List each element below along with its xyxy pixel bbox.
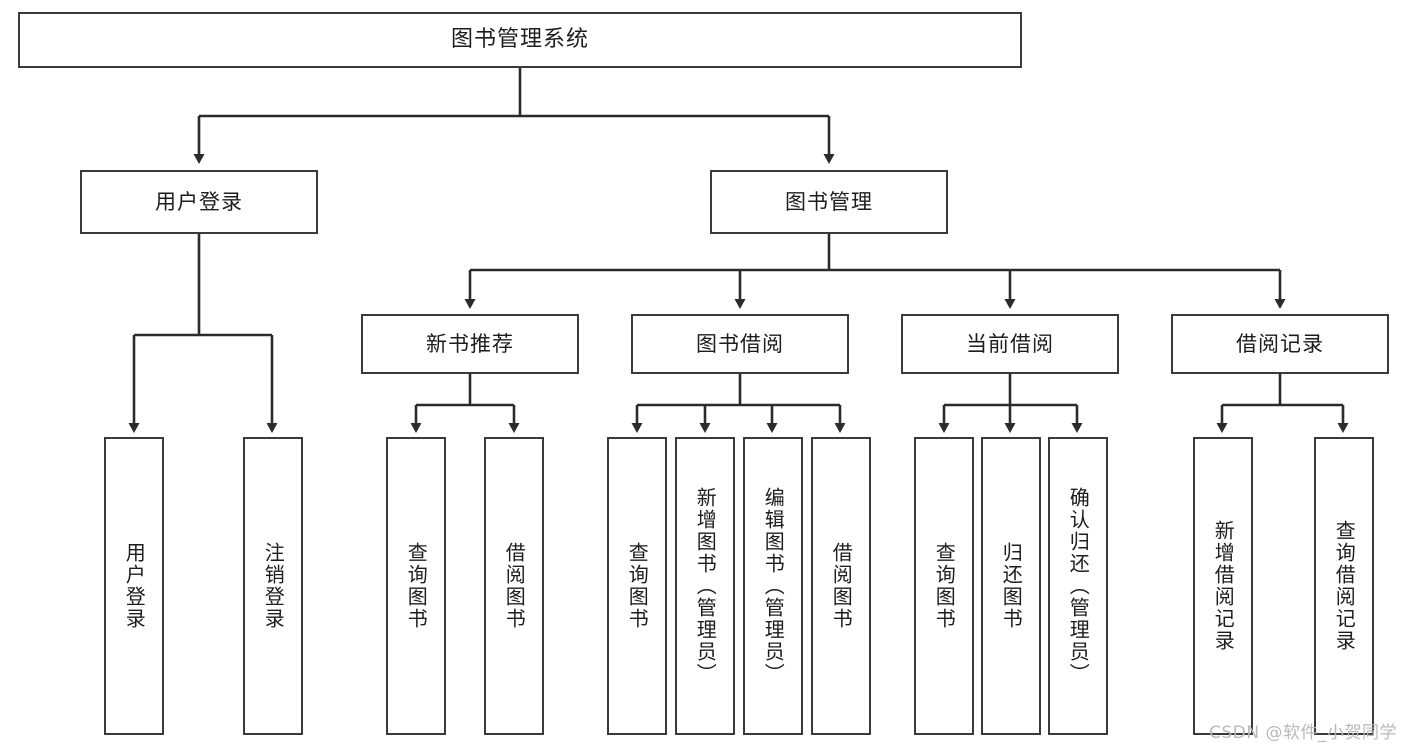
node-label: 新增借阅记录 xyxy=(1211,520,1236,652)
node-label: 查询图书 xyxy=(932,542,957,630)
node-book-management[interactable]: 图书管理 xyxy=(710,170,948,234)
leaf-add-borrow-record[interactable]: 新增借阅记录 xyxy=(1193,437,1253,735)
node-label: 归还图书 xyxy=(999,542,1024,630)
node-label: 查询图书 xyxy=(404,542,429,630)
node-borrow-record[interactable]: 借阅记录 xyxy=(1171,314,1389,374)
node-label: 图书管理 xyxy=(785,189,873,214)
node-label: 图书管理系统 xyxy=(450,27,589,53)
node-label: 用户登录 xyxy=(122,542,147,630)
node-current-borrow[interactable]: 当前借阅 xyxy=(901,314,1119,374)
leaf-borrow-book-recommend[interactable]: 借阅图书 xyxy=(484,437,544,735)
node-label: 借阅记录 xyxy=(1236,331,1324,356)
node-label: 查询借阅记录 xyxy=(1332,520,1357,652)
node-book-borrow[interactable]: 图书借阅 xyxy=(631,314,849,374)
leaf-add-book-admin[interactable]: 新增图书（管理员） xyxy=(675,437,735,735)
node-label: 用户登录 xyxy=(155,189,243,214)
node-new-book-recommend[interactable]: 新书推荐 xyxy=(361,314,579,374)
node-label: 当前借阅 xyxy=(966,331,1054,356)
node-label: 查询图书 xyxy=(625,542,650,630)
node-label: 借阅图书 xyxy=(829,542,854,630)
leaf-query-book-borrow[interactable]: 查询图书 xyxy=(607,437,667,735)
node-label: 编辑图书（管理员） xyxy=(761,487,786,685)
leaf-confirm-return-admin[interactable]: 确认归还（管理员） xyxy=(1048,437,1108,735)
leaf-borrow-book[interactable]: 借阅图书 xyxy=(811,437,871,735)
leaf-query-book-recommend[interactable]: 查询图书 xyxy=(386,437,446,735)
node-label: 新书推荐 xyxy=(426,331,514,356)
leaf-query-book-current[interactable]: 查询图书 xyxy=(914,437,974,735)
leaf-user-login[interactable]: 用户登录 xyxy=(104,437,164,735)
leaf-logout[interactable]: 注销登录 xyxy=(243,437,303,735)
csdn-watermark: CSDN @软件_小贺同学 xyxy=(1209,723,1397,743)
node-label: 借阅图书 xyxy=(502,542,527,630)
node-label: 新增图书（管理员） xyxy=(693,487,718,685)
leaf-edit-book-admin[interactable]: 编辑图书（管理员） xyxy=(743,437,803,735)
node-root-book-management-system[interactable]: 图书管理系统 xyxy=(18,12,1022,68)
node-label: 图书借阅 xyxy=(696,331,784,356)
node-label: 注销登录 xyxy=(261,542,286,630)
leaf-query-borrow-record[interactable]: 查询借阅记录 xyxy=(1314,437,1374,735)
leaf-return-book[interactable]: 归还图书 xyxy=(981,437,1041,735)
node-user-login[interactable]: 用户登录 xyxy=(80,170,318,234)
node-label: 确认归还（管理员） xyxy=(1066,487,1091,685)
